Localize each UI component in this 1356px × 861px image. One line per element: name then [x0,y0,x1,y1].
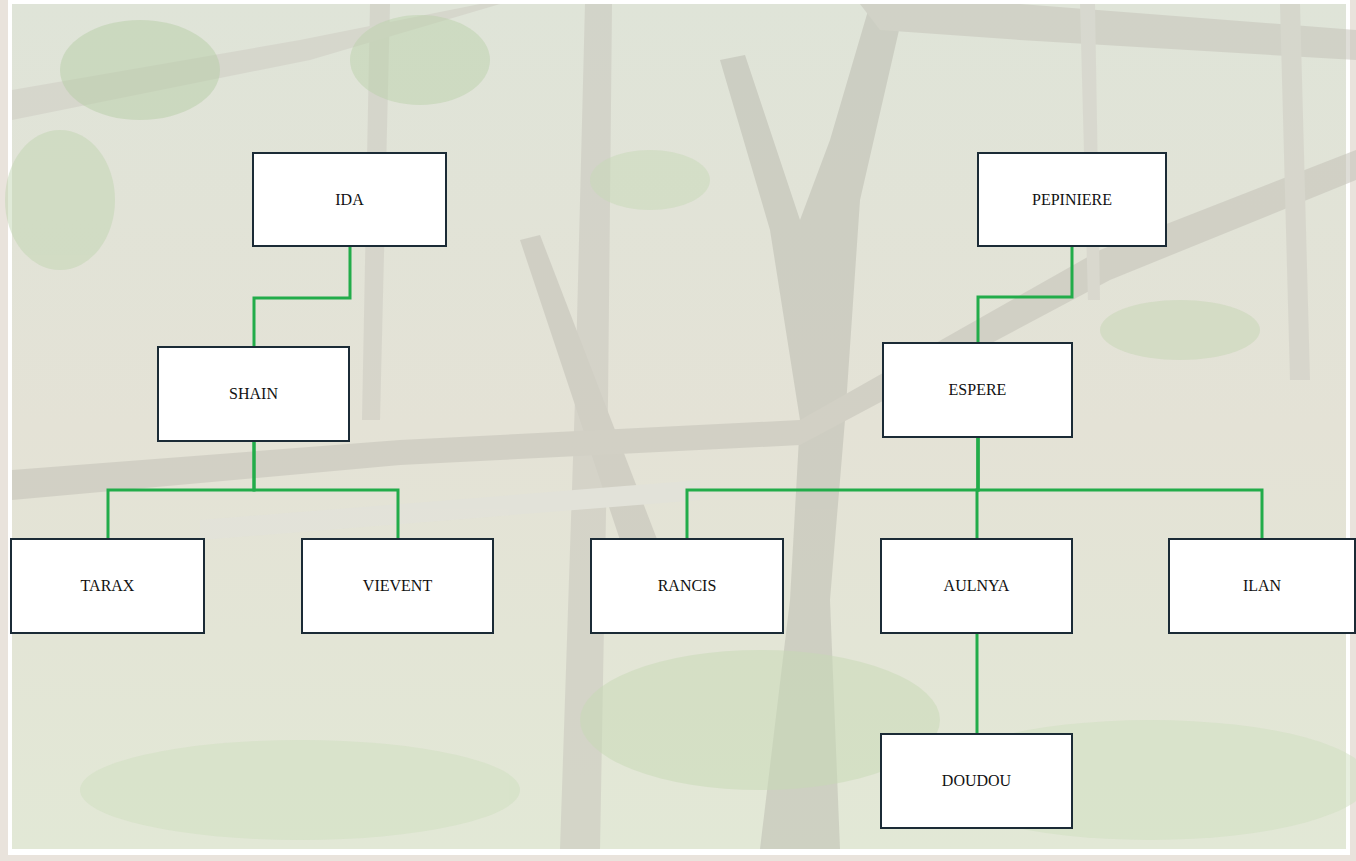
box-label: PEPINIERE [1026,191,1118,209]
tree-connector [976,634,979,733]
tree-connector [978,438,1262,538]
name-box: TARAX [10,538,205,634]
name-box: ESPERE [882,342,1073,438]
name-box: PEPINIERE [977,152,1167,247]
name-box: DOUDOU [880,733,1073,829]
box-label: ESPERE [943,381,1013,399]
tree-connector [108,442,254,538]
tree-connector [687,438,978,538]
name-box: RANCIS [590,538,784,634]
tree-connector [254,247,350,346]
box-label: VIEVENT [357,577,438,595]
name-box: IDA [252,152,447,247]
box-label: DOUDOU [936,772,1017,790]
box-label: AULNYA [938,577,1016,595]
name-box: ILAN [1168,538,1356,634]
tree-connector [978,247,1072,342]
name-box: AULNYA [880,538,1073,634]
box-label: RANCIS [652,577,723,595]
name-box: SHAIN [157,346,350,442]
foliage [5,15,1356,840]
box-label: SHAIN [223,385,284,403]
box-label: ILAN [1237,577,1287,595]
box-label: TARAX [75,577,141,595]
tree-connector [254,442,398,538]
name-box: VIEVENT [301,538,494,634]
box-label: IDA [329,191,369,209]
